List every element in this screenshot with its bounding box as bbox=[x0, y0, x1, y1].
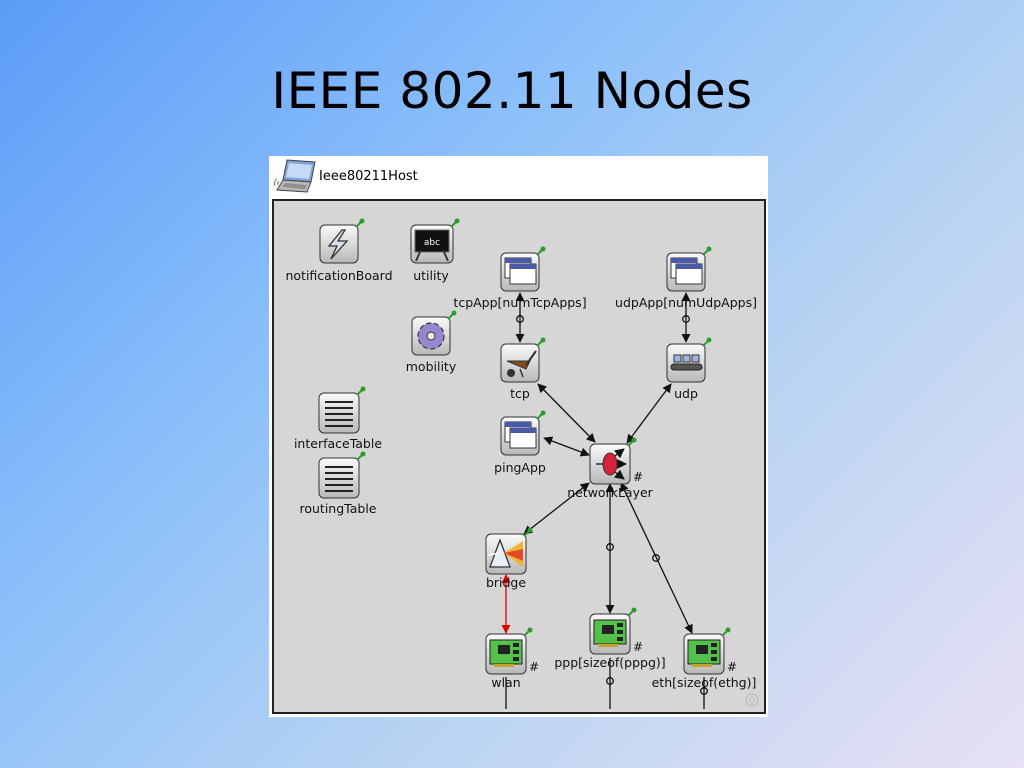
connection-network-eth bbox=[620, 482, 693, 634]
module-name: Ieee80211Host bbox=[319, 169, 418, 184]
network-card-icon bbox=[687, 639, 721, 667]
pingapp-node[interactable]: pingApp bbox=[494, 410, 546, 476]
vector-marker: # bbox=[633, 640, 643, 654]
udpapp-node[interactable]: udpApp[numUdpApps] bbox=[615, 246, 757, 311]
pin-icon bbox=[702, 246, 712, 256]
eth-node[interactable]: # eth[sizeof(ethg)] bbox=[652, 627, 757, 691]
network-layer-node[interactable]: # networkLayer bbox=[567, 437, 654, 501]
module-canvas: notificationBoard abc utility bbox=[272, 199, 766, 714]
routing-table-node[interactable]: routingTable bbox=[300, 451, 377, 517]
pin-icon bbox=[356, 451, 366, 461]
node-label-pingapp: pingApp bbox=[494, 460, 546, 475]
connection-ping-network bbox=[543, 436, 590, 457]
prism-icon bbox=[487, 538, 523, 568]
module-header: Ieee80211Host bbox=[269, 156, 768, 198]
node-label-notificationboard: notificationBoard bbox=[285, 268, 392, 283]
node-label-eth: eth[sizeof(ethg)] bbox=[652, 675, 757, 690]
svg-text:abc: abc bbox=[424, 238, 440, 248]
wheelbarrow-icon bbox=[506, 350, 537, 378]
bridge-node[interactable]: bridge bbox=[485, 527, 533, 591]
table-icon bbox=[325, 401, 353, 427]
pin-icon bbox=[356, 386, 366, 396]
window-icon bbox=[504, 421, 537, 449]
node-label-udp: udp bbox=[674, 386, 698, 401]
laptop-icon bbox=[273, 159, 316, 193]
pin-icon bbox=[536, 410, 546, 420]
pin-icon bbox=[523, 627, 533, 637]
table-icon bbox=[325, 466, 353, 492]
node-label-ppp: ppp[sizeof(pppg)] bbox=[554, 655, 665, 670]
tcp-node[interactable]: tcp bbox=[500, 337, 546, 402]
diagram-svg: notificationBoard abc utility bbox=[285, 218, 759, 709]
vector-marker: # bbox=[633, 470, 643, 484]
router-icon bbox=[596, 448, 627, 480]
utility-node[interactable]: abc utility bbox=[410, 218, 460, 284]
udp-node[interactable]: udp bbox=[666, 337, 712, 402]
pin-icon bbox=[447, 310, 457, 320]
network-card-icon bbox=[593, 619, 627, 647]
node-label-networklayer: networkLayer bbox=[567, 485, 653, 500]
node-label-wlan: wlan bbox=[491, 675, 520, 690]
connections bbox=[501, 292, 708, 709]
slide-title: IEEE 802.11 Nodes bbox=[271, 62, 753, 120]
lightning-icon bbox=[327, 229, 349, 260]
node-label-tcpapp: tcpApp[numTcpApps] bbox=[453, 295, 586, 310]
connection-network-bridge bbox=[523, 482, 590, 535]
ppp-node[interactable]: # ppp[sizeof(pppg)] bbox=[554, 607, 666, 671]
window-icon bbox=[504, 257, 537, 285]
node-label-utility: utility bbox=[413, 268, 449, 283]
node-label-mobility: mobility bbox=[406, 359, 457, 374]
vector-marker: # bbox=[727, 660, 737, 674]
pin-icon bbox=[627, 607, 637, 617]
module-frame: Ieee80211Host bbox=[269, 156, 768, 717]
corner-watermark-icon bbox=[745, 693, 759, 707]
pin-icon bbox=[536, 337, 546, 347]
tcpapp-node[interactable]: tcpApp[numTcpApps] bbox=[453, 246, 587, 311]
node-label-routingtable: routingTable bbox=[300, 501, 377, 516]
notification-board-node[interactable]: notificationBoard bbox=[285, 218, 393, 284]
connection-tcp-network bbox=[537, 383, 596, 443]
pin-icon bbox=[536, 246, 546, 256]
pin-icon bbox=[450, 218, 460, 228]
node-label-tcp: tcp bbox=[510, 386, 530, 401]
interface-table-node[interactable]: interfaceTable bbox=[294, 386, 382, 452]
connection-udp-network bbox=[626, 383, 672, 444]
window-icon bbox=[670, 257, 703, 285]
node-label-interfacetable: interfaceTable bbox=[294, 436, 382, 451]
vector-marker: # bbox=[529, 660, 539, 674]
pin-icon bbox=[627, 437, 637, 447]
network-card-icon bbox=[489, 639, 523, 667]
pin-icon bbox=[721, 627, 731, 637]
pin-icon bbox=[355, 218, 365, 228]
node-label-udpapp: udpApp[numUdpApps] bbox=[615, 295, 757, 310]
blackboard-icon: abc bbox=[414, 229, 450, 262]
node-label-bridge: bridge bbox=[486, 575, 526, 590]
conveyor-icon bbox=[670, 354, 703, 371]
mobility-node[interactable]: mobility bbox=[406, 310, 457, 375]
wlan-node[interactable]: # wlan bbox=[485, 627, 539, 691]
pin-icon bbox=[523, 527, 533, 537]
gear-icon bbox=[417, 322, 445, 350]
pin-icon bbox=[702, 337, 712, 347]
